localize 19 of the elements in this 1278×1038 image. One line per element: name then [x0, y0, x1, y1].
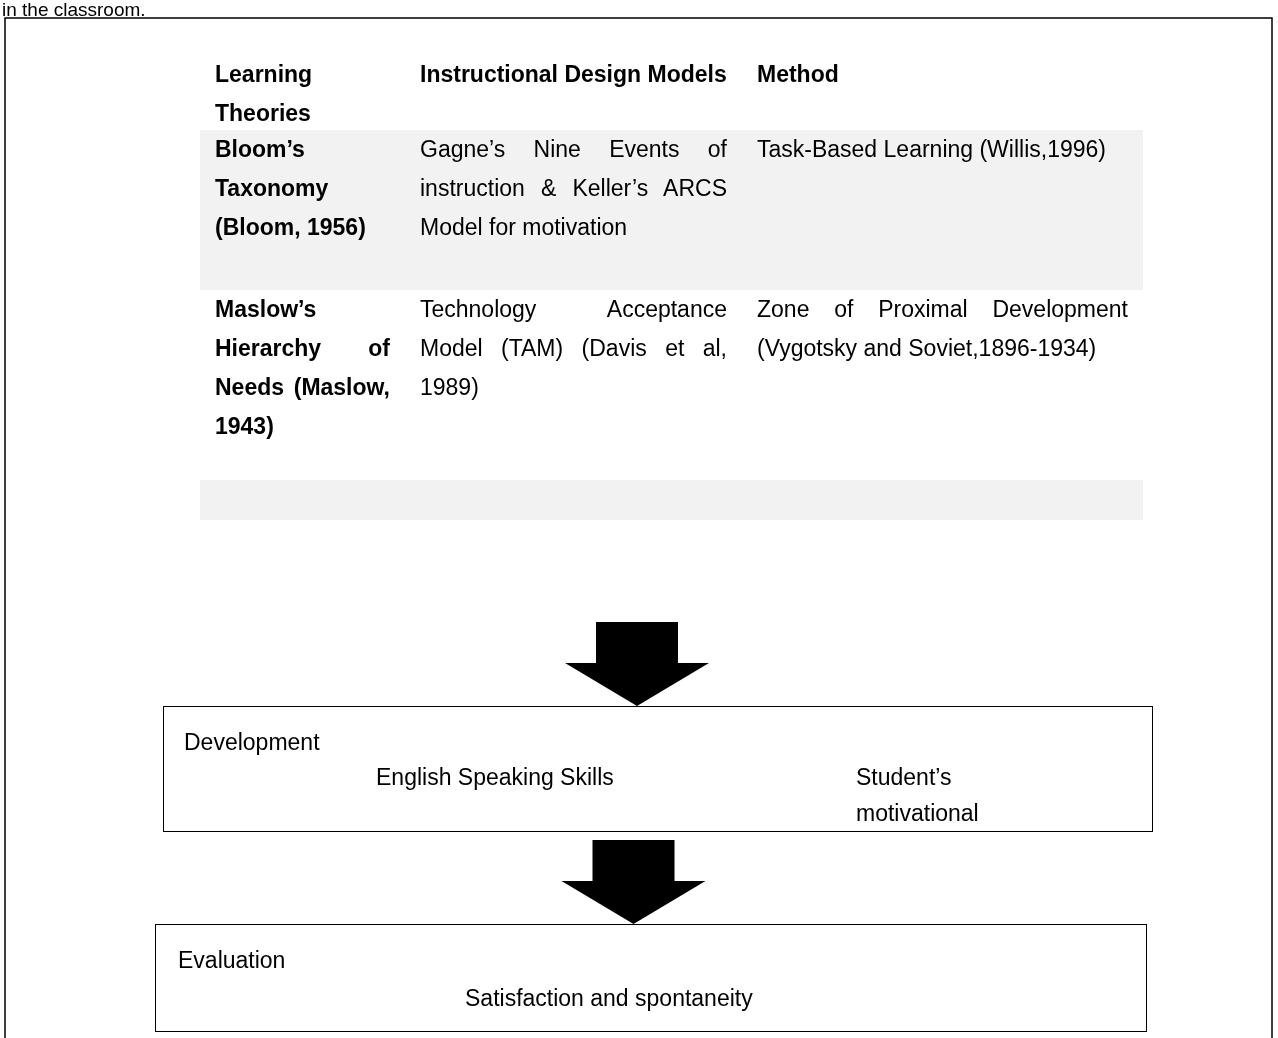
column-header: Learning Theories	[214, 60, 314, 128]
table-cell-text: Maslow’s Hierarchy of Needs (Maslow, 1943)	[214, 295, 391, 441]
text-fragment: in the classroom.	[2, 0, 146, 20]
table-cell-text: Gagne’s Nine Events of instruction & Keller’s ARCS Model for motivation	[419, 135, 728, 242]
process-box	[163, 706, 1153, 832]
box-text: English Speaking Skills	[376, 763, 615, 792]
table-cell-text: Bloom’s Taxonomy (Bloom, 1956)	[214, 135, 367, 242]
box-text: Satisfaction and spontaneity	[465, 984, 754, 1013]
block-arrow	[561, 840, 706, 924]
box-text: Student’s motivational	[856, 763, 980, 828]
process-box	[155, 924, 1147, 1032]
table-cell-text: Zone of Proximal Development (Vygotsky and Soviet,1896-1934)	[756, 295, 1129, 363]
block-arrow	[565, 622, 709, 706]
table-cell-text: Technology Acceptance Model (TAM) (Davis et al, 1989)	[419, 295, 728, 402]
box-heading: Development	[184, 728, 321, 757]
table-cell-text: Task-Based Learning (Willis,1996)	[756, 135, 1107, 164]
box-heading: Evaluation	[178, 946, 287, 975]
column-header: Method	[756, 60, 840, 89]
column-header: Instructional Design Models	[419, 60, 728, 89]
